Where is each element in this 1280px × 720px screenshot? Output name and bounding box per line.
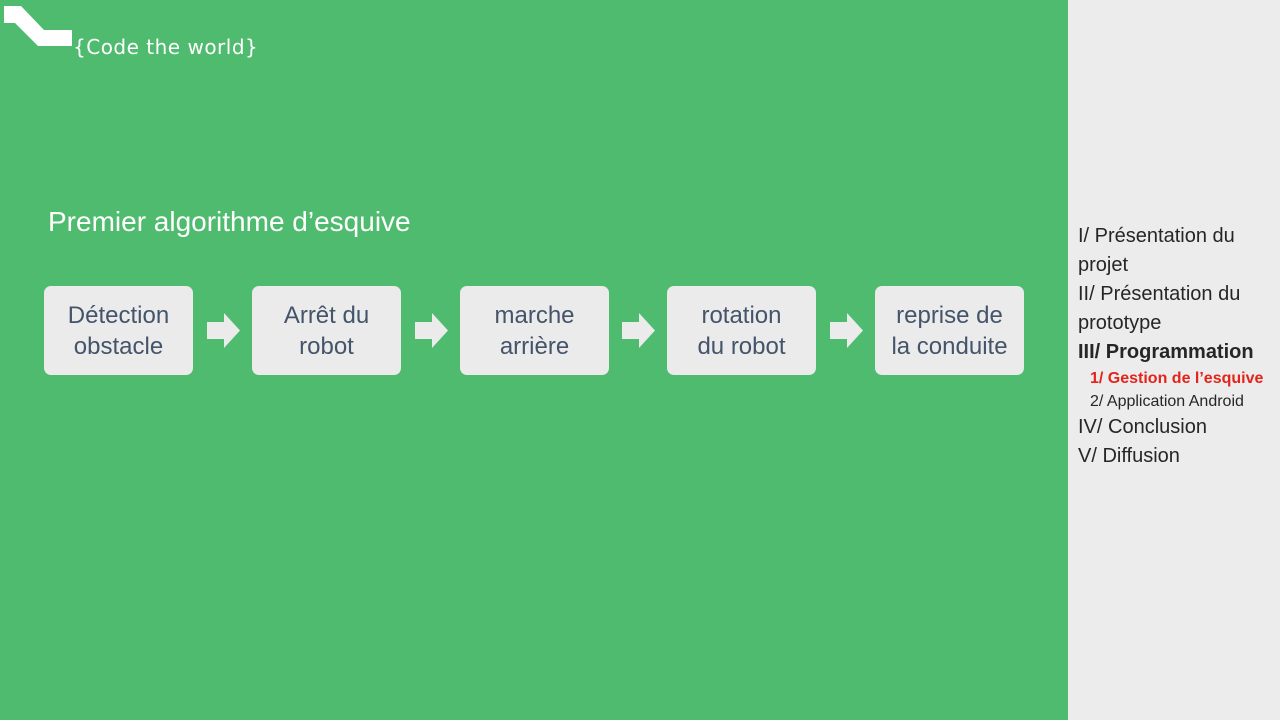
right-arrow-icon	[622, 313, 655, 348]
step-label: marche arrière	[494, 301, 575, 360]
step-label: Arrêt du robot	[283, 301, 370, 360]
step-label: rotation du robot	[697, 301, 786, 360]
slide-title: Premier algorithme d’esquive	[48, 206, 411, 237]
toc-item-programmation[interactable]: III/ Programmation	[1078, 341, 1254, 363]
toc-item-presentation-projet[interactable]: I/ Présentation du projet	[1078, 225, 1235, 276]
table-of-contents: I/ Présentation du projet II/ Présentati…	[1078, 222, 1276, 471]
right-arrow-icon	[207, 313, 240, 348]
logo: {Code the world}	[4, 6, 274, 59]
toc-item-presentation-prototype[interactable]: II/ Présentation du prototype	[1078, 283, 1241, 334]
step-box: rotation du robot	[667, 286, 816, 375]
toc-item-conclusion[interactable]: IV/ Conclusion	[1078, 416, 1207, 438]
process-flow: Détection obstacle Arrêt du robot marche…	[44, 286, 1024, 375]
right-arrow-icon	[830, 313, 863, 348]
toc-item-diffusion[interactable]: V/ Diffusion	[1078, 445, 1180, 467]
step-label: Détection obstacle	[67, 301, 170, 360]
step-box: Arrêt du robot	[252, 286, 401, 375]
step-box: marche arrière	[460, 286, 609, 375]
step-box: Détection obstacle	[44, 286, 193, 375]
right-arrow-icon	[415, 313, 448, 348]
toc-subitem-gestion-esquive[interactable]: 1/ Gestion de l’esquive	[1090, 370, 1264, 387]
toc-subitem-application-android[interactable]: 2/ Application Android	[1090, 393, 1244, 410]
slide-canvas: {Code the world} Premier algorithme d’es…	[0, 0, 1068, 720]
step-label: reprise de la conduite	[891, 301, 1008, 360]
logo-mark-icon	[4, 6, 72, 46]
step-box: reprise de la conduite	[875, 286, 1024, 375]
sidebar	[1068, 0, 1280, 720]
logo-text: {Code the world}	[73, 35, 259, 59]
